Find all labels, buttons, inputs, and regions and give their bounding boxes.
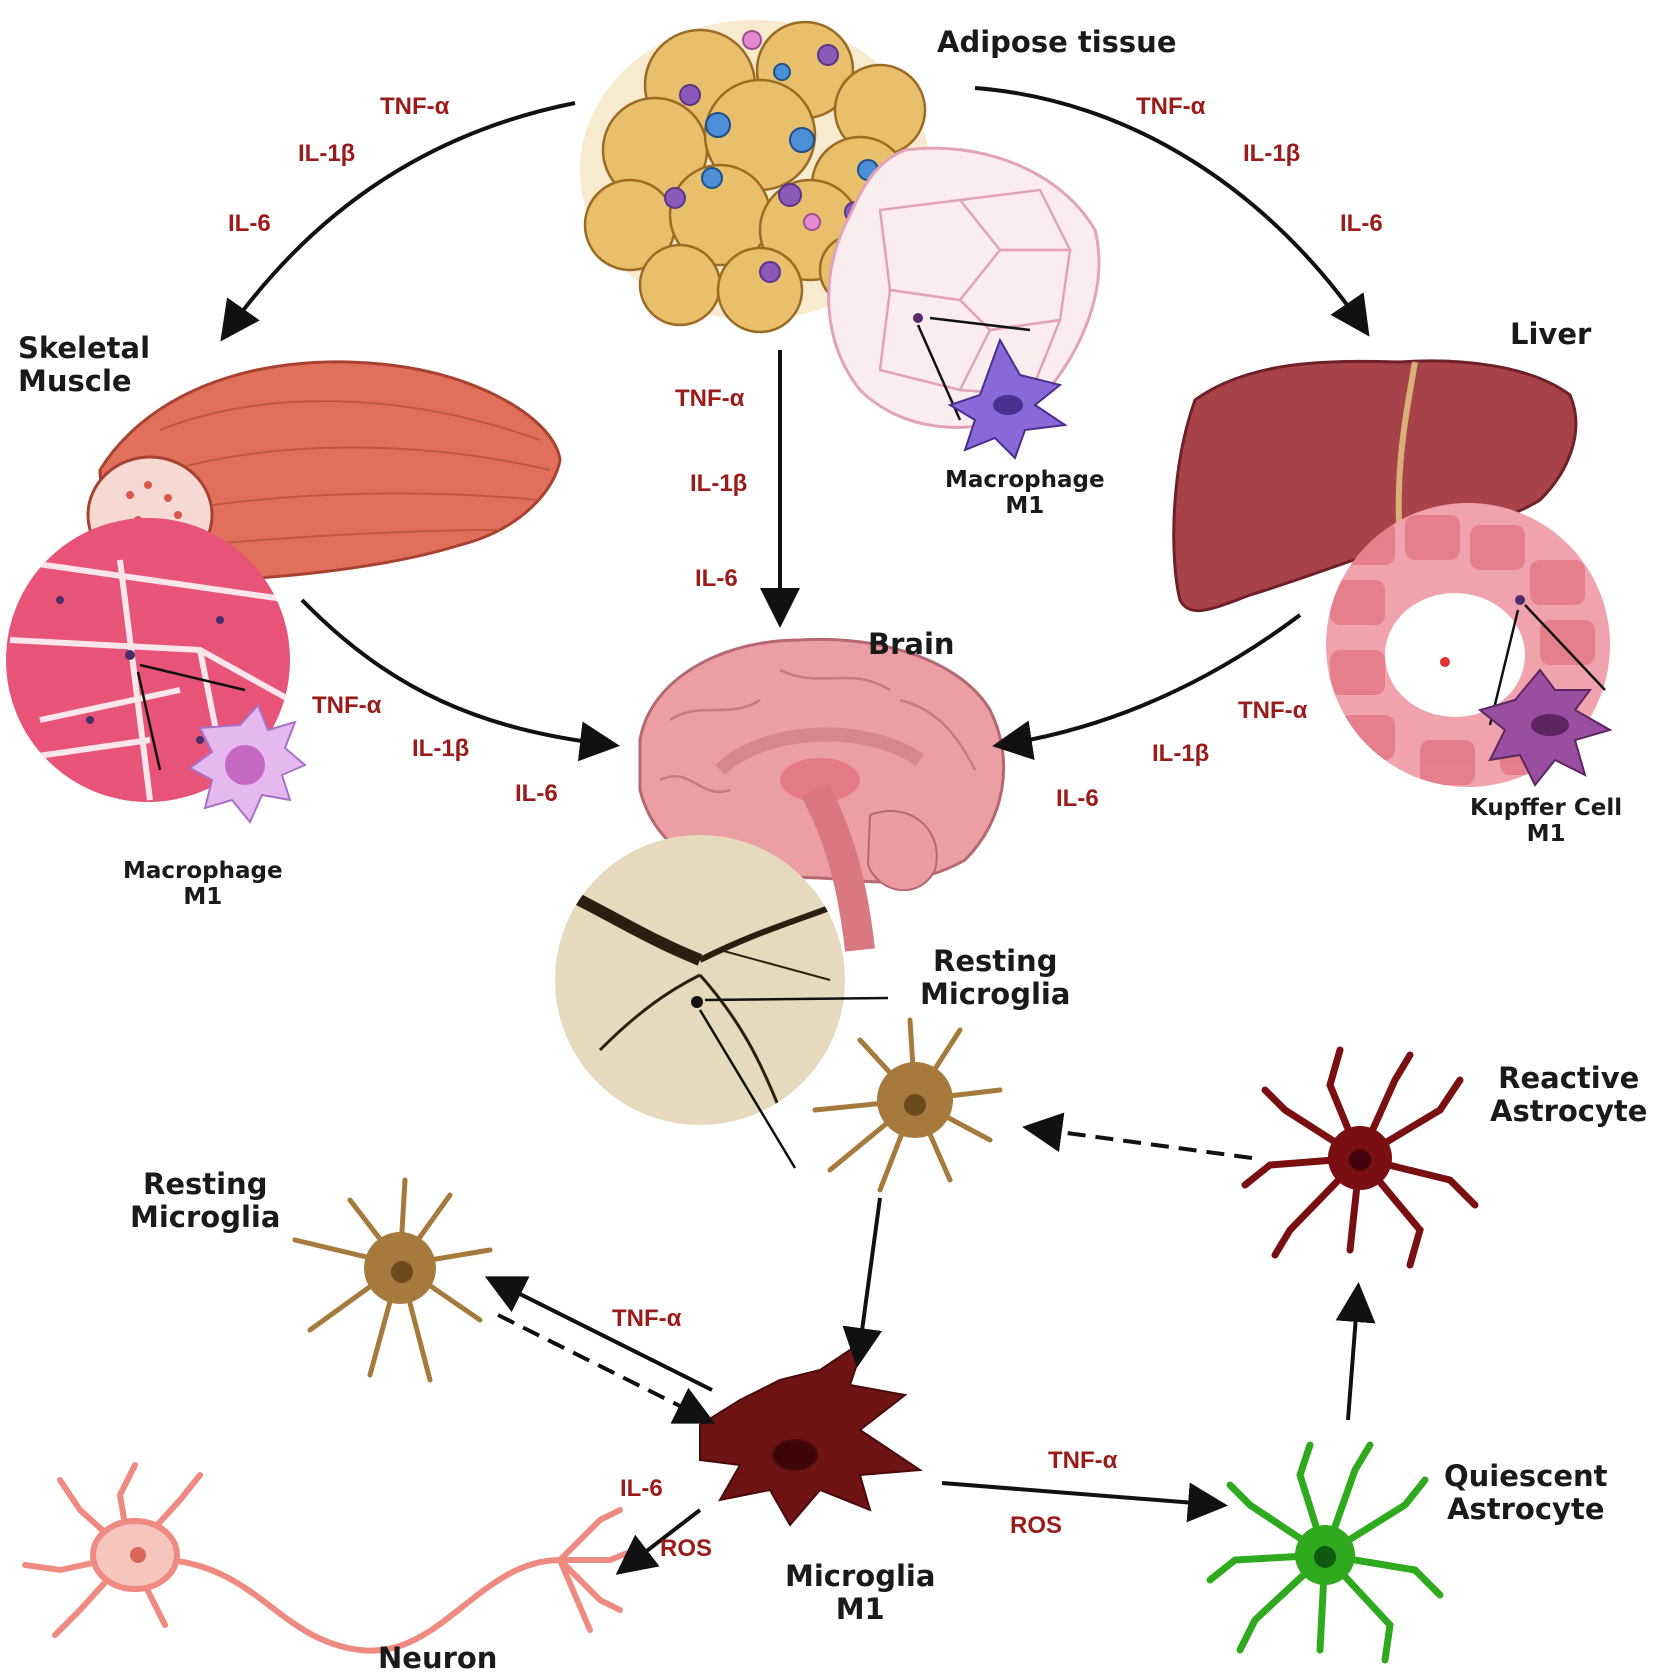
label-reactive-1: Reactive [1498,1061,1640,1095]
cytokine-tr-tnf: TNF-α [1136,93,1206,120]
brain-histology [555,835,889,1169]
arrow-quiescent-to-reactive [1335,1282,1376,1421]
label-skeletal-line2: Muscle [18,364,132,399]
cytokine-tl-il1b: IL-1β [298,140,356,167]
microglia-m1-icon [699,1337,923,1527]
cytokine-ml-il1b: IL-1β [412,735,470,762]
cytokine-tr-il6: IL-6 [1340,210,1383,237]
neuron-icon [22,1462,638,1654]
arrow-liver-to-brain [992,613,1302,761]
label-kupffer-1: Kupffer Cell [1470,795,1623,821]
cytokine-ml-il6: IL-6 [515,780,558,807]
cytokine-mr-il1b: IL-1β [1152,740,1210,767]
reactive-astrocyte-icon [1241,1046,1479,1269]
cytokine-mr-il6: IL-6 [1056,785,1099,812]
label-reactive-2: Astrocyte [1490,1094,1648,1129]
cytokine-quiescent-ros: ROS [1010,1512,1063,1539]
label-resting-brain-2: Microglia [920,977,1071,1012]
cytokine-tl-tnf: TNF-α [380,93,450,120]
arrow-m1-to-resting-left [484,1276,713,1392]
label-microglia-m1-2: M1 [835,1592,885,1627]
brain-illustration [638,637,1006,952]
cytokine-quiescent-tnf: TNF-α [1048,1447,1118,1474]
arrow-m1-to-quiescent [941,1481,1228,1523]
label-brain: Brain [868,627,955,661]
label-resting-left-2: Microglia [130,1200,281,1235]
label-kupffer-2: M1 [1526,821,1566,848]
resting-microglia-left-icon [292,1177,493,1383]
arrow-muscle-to-brain [300,598,620,762]
label-neuron: Neuron [378,1641,498,1675]
arrow-reactive-to-microglia-dashed [1022,1112,1253,1160]
cytokine-mid-il1b: IL-1β [690,470,748,497]
label-quiescent-1: Quiescent [1444,1459,1608,1493]
cytokine-mr-tnf: TNF-α [1238,697,1308,724]
cytokine-tl-il6: IL-6 [228,210,271,237]
arrow-adipose-to-muscle [220,101,576,342]
macrophage-adipose-icon [947,337,1068,460]
label-mac-adipose-1: Macrophage [945,467,1105,493]
resting-microglia-brain-icon [812,1017,1003,1193]
label-quiescent-2: Astrocyte [1447,1492,1605,1527]
label-liver: Liver [1510,317,1592,351]
label-mac-muscle-1: Macrophage [123,858,283,884]
cytokine-ml-tnf: TNF-α [312,692,382,719]
label-adipose-tissue: Adipose tissue [937,25,1177,59]
macrophage-muscle-icon [188,703,307,824]
label-microglia-m1-1: Microglia [785,1559,936,1593]
cytokine-tr-il1b: IL-1β [1243,140,1301,167]
kupffer-cell-icon [1477,668,1613,787]
cytokine-mid-il6: IL-6 [695,565,738,592]
quiescent-astrocyte-icon [1206,1441,1444,1664]
cytokine-neuron-ros: ROS [660,1535,713,1562]
label-skeletal-line1: Skeletal [18,331,151,365]
label-mac-adipose-2: M1 [1005,493,1045,520]
arrow-brain-microglia-to-m1 [842,1197,883,1368]
arrow-resting-left-to-m1-dashed [497,1313,716,1424]
label-resting-brain-1: Resting [932,944,1058,978]
cytokine-neuron-il6: IL-6 [620,1475,663,1502]
cytokine-mid-tnf: TNF-α [675,385,745,412]
arrow-m1-to-neuron [615,1508,702,1575]
arrow-adipose-to-liver [974,86,1370,337]
arrows [220,86,1376,1575]
label-mac-muscle-2: M1 [183,884,223,911]
label-resting-left-1: Resting [142,1167,268,1201]
cytokine-bottom-tnf: TNF-α [612,1305,682,1332]
